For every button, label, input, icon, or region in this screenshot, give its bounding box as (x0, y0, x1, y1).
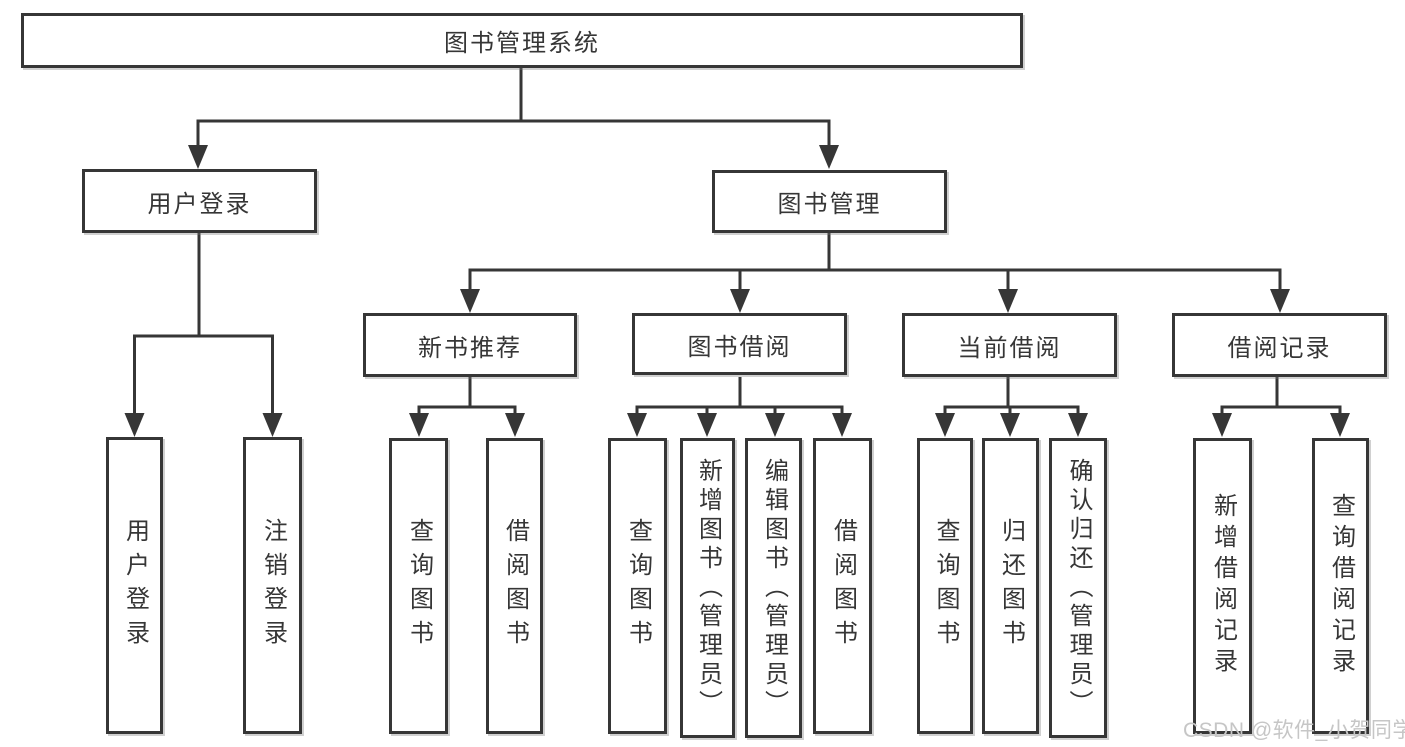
arrow-down-icon (832, 413, 852, 437)
node-borrow-record: 借阅记录 (1172, 313, 1387, 377)
csdn-watermark: CSDN @软件_小贺同学 (1183, 719, 1405, 742)
branch-user-login-children (124, 233, 283, 437)
node-label: 图书借阅 (687, 333, 792, 361)
arrow-down-icon (262, 413, 283, 437)
leaf-add-borrow-record: 新增借阅记录 (1193, 438, 1252, 734)
node-label: 新书推荐 (418, 334, 522, 362)
arrow-down-icon (819, 145, 839, 169)
leaf-query-borrow-record: 查询借阅记录 (1312, 438, 1369, 734)
leaf-label: 归还图书 (997, 518, 1025, 654)
leaf-edit-book-admin: 编辑图书（管理员） (745, 438, 802, 738)
leaf-label: 查询借阅记录 (1327, 493, 1355, 679)
branch-book-borrow-children (627, 377, 852, 437)
arrow-down-icon (1068, 413, 1088, 437)
leaf-add-book-admin: 新增图书（管理员） (680, 438, 735, 738)
arrow-down-icon (697, 413, 717, 437)
arrow-down-icon (935, 413, 955, 437)
node-book-borrow: 图书借阅 (632, 313, 847, 375)
arrow-down-icon (188, 145, 208, 169)
leaf-label: 用户登录 (121, 517, 149, 654)
arrow-down-icon (730, 289, 750, 313)
node-user-login: 用户登录 (82, 169, 317, 233)
node-book-management: 图书管理 (712, 170, 947, 233)
leaf-borrow-books-recommend: 借阅图书 (486, 438, 543, 734)
node-book-system-root: 图书管理系统 (21, 13, 1023, 68)
leaf-label: 查询图书 (932, 518, 959, 654)
leaf-label: 注销登录 (259, 517, 287, 654)
arrow-down-icon (765, 413, 785, 437)
leaf-return-book: 归还图书 (982, 438, 1039, 734)
branch-current-borrow-children (935, 377, 1088, 437)
leaf-label: 确认归还（管理员） (1065, 457, 1092, 719)
node-label: 图书管理 (777, 191, 882, 218)
leaf-confirm-return-admin: 确认归还（管理员） (1049, 438, 1107, 738)
node-new-book-recommend: 新书推荐 (363, 313, 577, 377)
leaf-borrow-books: 借阅图书 (813, 438, 872, 734)
node-label: 图书管理系统 (444, 30, 600, 57)
arrow-down-icon (505, 413, 525, 437)
node-label: 用户登录 (147, 190, 252, 218)
leaf-label: 查询图书 (624, 518, 652, 654)
leaf-query-books-recommend: 查询图书 (389, 438, 448, 734)
arrow-down-icon (1270, 289, 1290, 313)
leaf-query-books-current: 查询图书 (917, 438, 973, 734)
leaf-user-login: 用户登录 (106, 437, 163, 734)
branch-new-book-recommend-children (409, 377, 525, 437)
branch-book-management-children (460, 233, 1290, 313)
leaf-label: 查询图书 (405, 518, 433, 654)
leaf-label: 编辑图书（管理员） (760, 457, 788, 719)
branch-root-to-level2 (188, 67, 839, 169)
node-label: 当前借阅 (957, 334, 1062, 362)
branch-borrow-record-children (1212, 377, 1350, 437)
arrow-down-icon (1212, 413, 1232, 437)
leaf-label: 借阅图书 (829, 518, 857, 654)
arrow-down-icon (409, 413, 429, 437)
node-label: 借阅记录 (1227, 334, 1332, 362)
arrow-down-icon (627, 413, 647, 437)
leaf-label: 新增图书（管理员） (694, 457, 722, 719)
arrow-down-icon (460, 289, 480, 313)
arrow-down-icon (1330, 413, 1350, 437)
leaf-logout: 注销登录 (243, 437, 302, 734)
leaf-query-books-borrow: 查询图书 (608, 438, 667, 734)
arrow-down-icon (124, 413, 145, 437)
arrow-down-icon (1000, 413, 1020, 437)
leaf-label: 新增借阅记录 (1209, 493, 1237, 679)
arrow-down-icon (998, 289, 1018, 313)
node-current-borrow: 当前借阅 (902, 313, 1117, 377)
leaf-label: 借阅图书 (501, 518, 529, 654)
